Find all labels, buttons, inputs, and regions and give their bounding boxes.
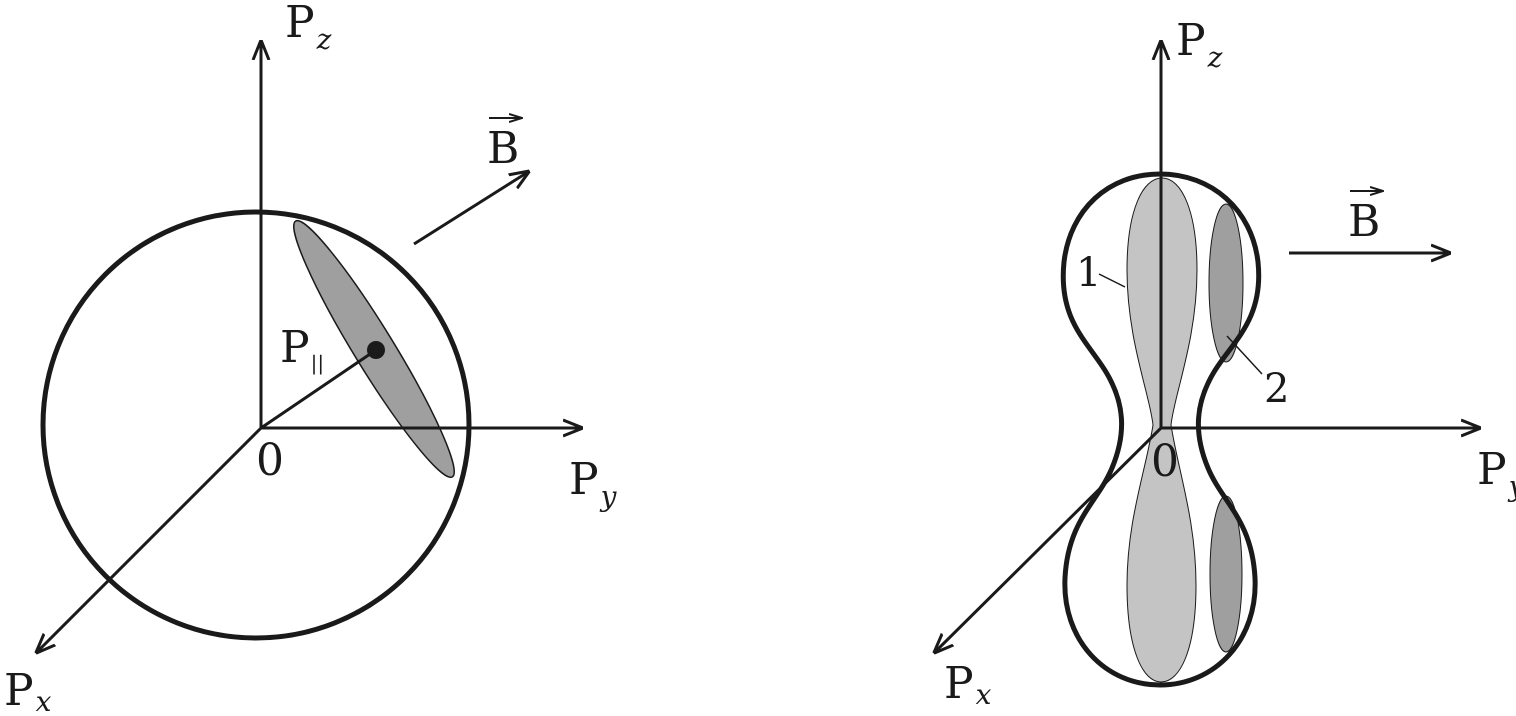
left-b-field-arrow — [413, 172, 528, 246]
left-px-axis — [37, 426, 263, 652]
left-px-label: Px — [4, 665, 52, 716]
left-p-parallel-label: P|| — [280, 322, 324, 376]
right-label-1-leader — [1098, 273, 1126, 288]
left-p-parallel-line — [260, 348, 377, 430]
right-pz-label: Pz — [1176, 15, 1223, 74]
right-label-1: 1 — [1076, 250, 1101, 296]
right-diagram: Pz Py Px 0 B 1 2 — [935, 15, 1516, 711]
right-momentum-boundary — [1060, 171, 1262, 688]
left-py-label: Py — [569, 454, 618, 513]
right-py-label: Py — [1477, 444, 1516, 503]
left-origin-label: 0 — [256, 435, 284, 486]
left-b-label: B — [487, 123, 519, 174]
right-px-axis — [935, 426, 1163, 652]
right-px-label: Px — [944, 658, 992, 711]
left-p-parallel-point — [367, 341, 385, 359]
left-pz-label: Pz — [285, 0, 332, 56]
right-b-label: B — [1348, 196, 1380, 247]
right-region-1 — [1126, 177, 1198, 683]
right-origin-label: 0 — [1151, 436, 1179, 487]
left-diagram: Pz Py Px 0 B P|| — [4, 0, 618, 716]
right-region-2-upper — [1208, 203, 1244, 363]
left-momentum-sphere — [40, 209, 472, 641]
right-label-2: 2 — [1264, 366, 1289, 412]
right-label-2-leader — [1226, 335, 1263, 375]
